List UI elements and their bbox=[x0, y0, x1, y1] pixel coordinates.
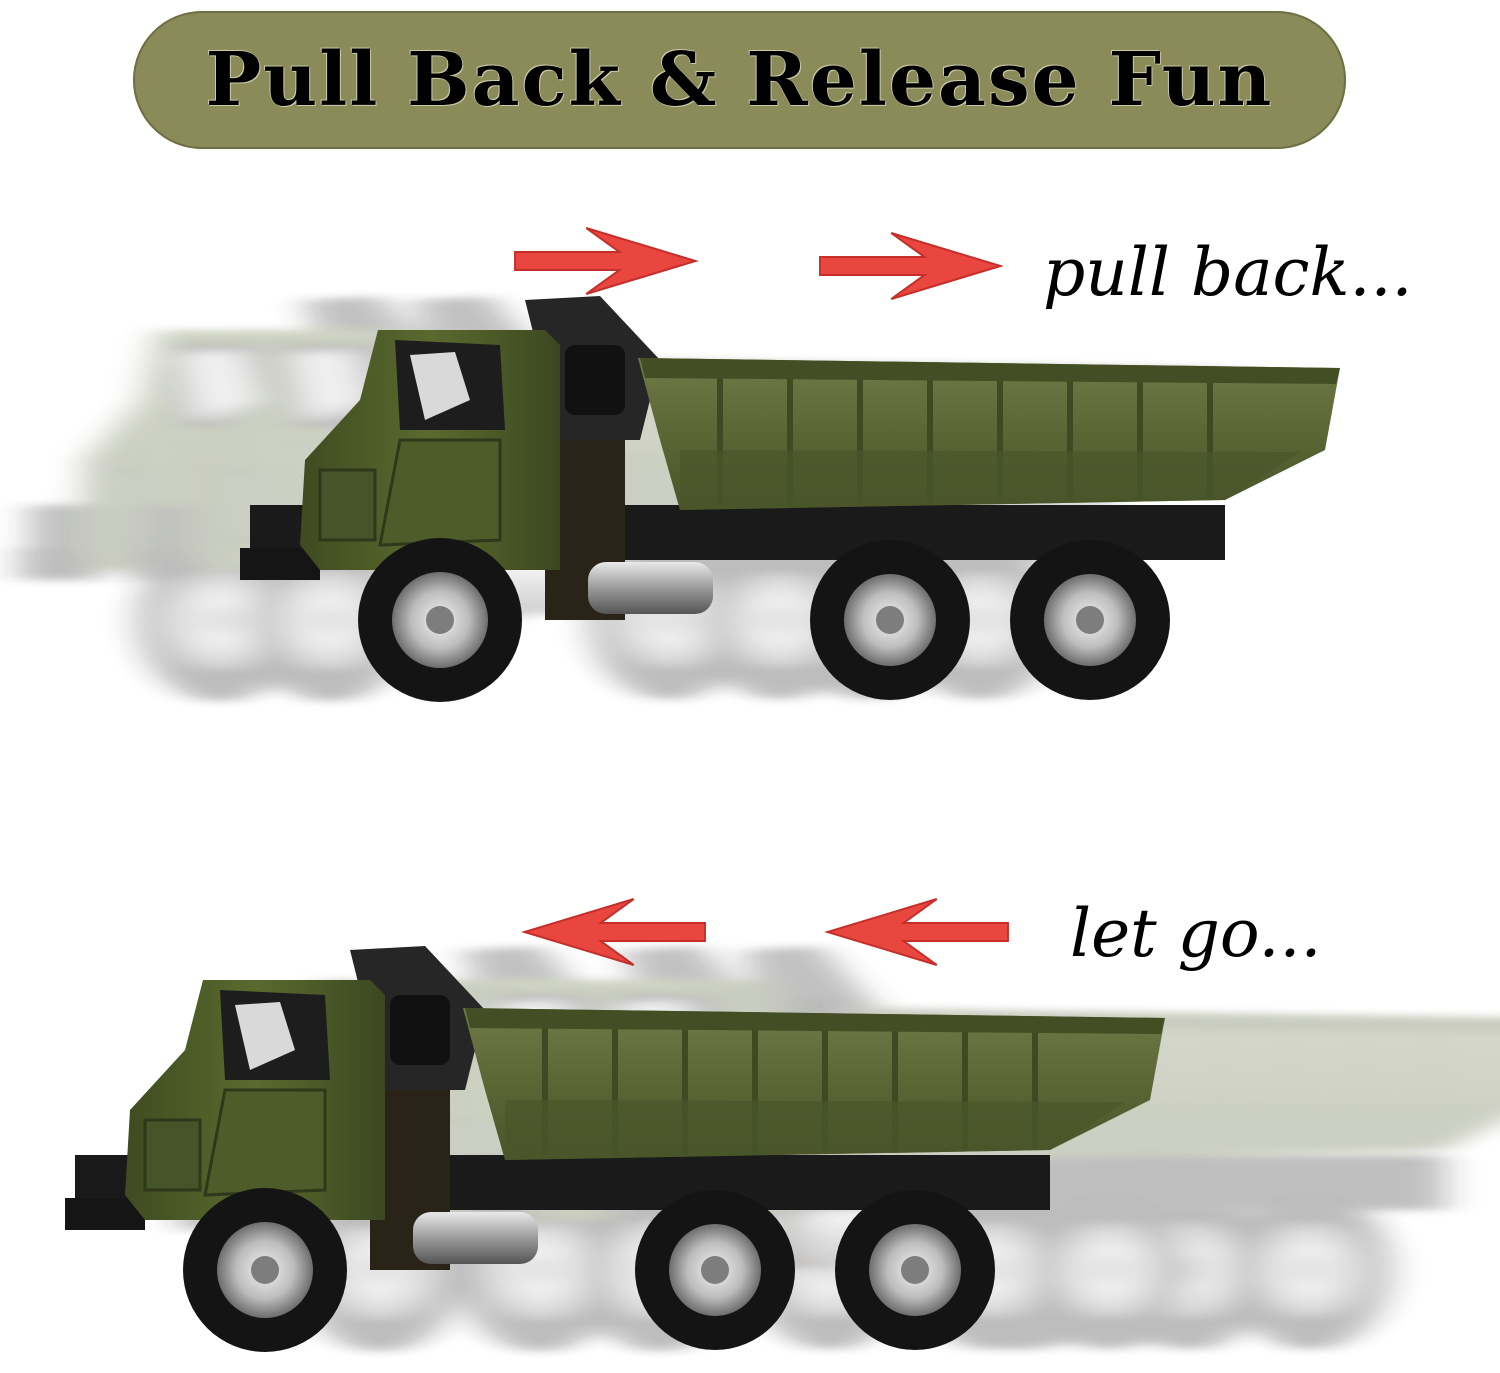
title-banner: Pull Back & Release Fun bbox=[133, 11, 1346, 149]
caption-pull-back: pull back... bbox=[1043, 234, 1413, 311]
banner-title: Pull Back & Release Fun bbox=[205, 37, 1274, 123]
arrow-right-icon bbox=[819, 232, 1002, 300]
arrow-right-icon bbox=[514, 227, 697, 295]
caption-let-go: let go... bbox=[1070, 895, 1322, 972]
arrow-left-icon bbox=[826, 898, 1009, 966]
